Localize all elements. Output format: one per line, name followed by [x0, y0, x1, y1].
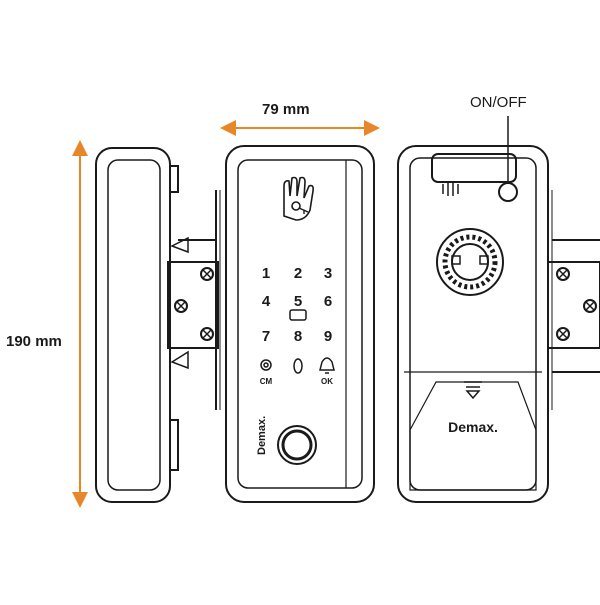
keypad-key-9: 9: [324, 328, 332, 345]
keypad-key-7: 7: [262, 328, 270, 345]
battery-cover-arrow-icon: [464, 381, 482, 400]
keypad-key-8: 8: [294, 328, 302, 345]
keypad-key-6: 6: [324, 293, 332, 310]
power-button: [498, 182, 518, 202]
hand-scan-icon: [283, 176, 314, 221]
keypad-key-3: 3: [324, 265, 332, 282]
thumb-turn-knob: [436, 228, 504, 296]
front-view: [225, 145, 375, 503]
ok-label: OK: [321, 377, 333, 386]
fingerprint-sensor: [277, 425, 317, 465]
side-view: [95, 147, 221, 503]
speaker-grille: [442, 182, 459, 196]
front-brand-logo: Demax.: [256, 416, 268, 455]
keypad-key-5: 5: [294, 293, 302, 310]
card-reader-icon: [289, 309, 307, 321]
width-dimension-label: 79 mm: [262, 101, 310, 118]
keypad: 1 2 3 4 5 6 7 8 9: [262, 265, 332, 345]
keypad-key-1: 1: [262, 265, 270, 282]
keypad-key-2: 2: [294, 265, 302, 282]
cm-label: CM: [260, 377, 273, 386]
power-switch-callout: ON/OFF: [470, 94, 527, 111]
keypad-key-4: 4: [262, 293, 271, 310]
bell-icon: [319, 357, 335, 374]
back-brand-logo: Demax.: [448, 419, 498, 435]
cm-icon: [260, 359, 272, 371]
back-view: [397, 145, 600, 503]
indicator-led: [293, 358, 303, 374]
height-dimension-label: 190 mm: [6, 333, 62, 350]
